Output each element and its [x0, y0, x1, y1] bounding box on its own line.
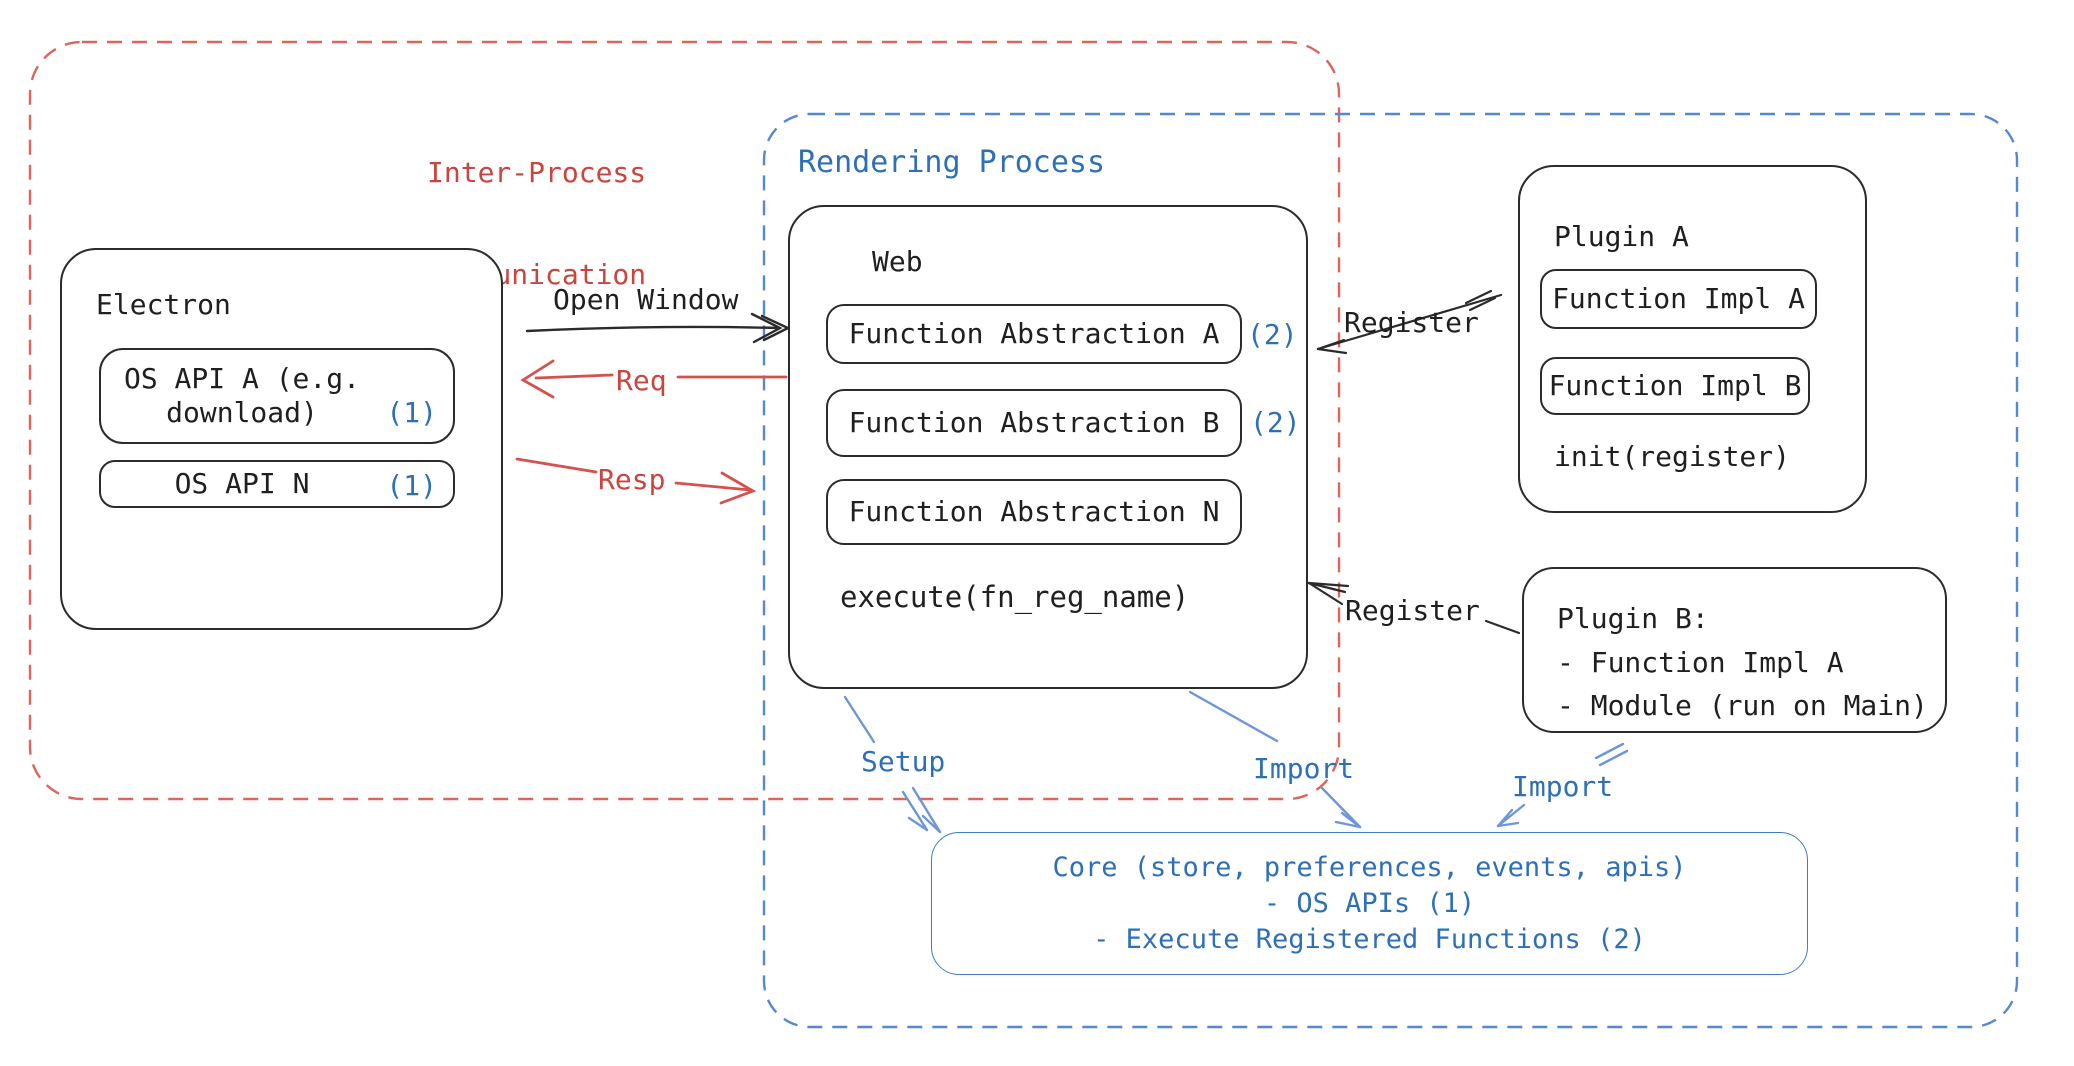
fn-abstraction-b-badge: (2)	[1250, 406, 1301, 439]
plugin-a-box: Plugin A Function Impl A Function Impl B…	[1518, 165, 1867, 513]
fn-abstraction-n-box: Function Abstraction N	[826, 479, 1242, 545]
os-api-n-label: OS API N	[174, 467, 310, 500]
fn-abstraction-a-box: Function Abstraction A	[826, 304, 1242, 364]
os-api-a-box: OS API A (e.g. download) (1)	[99, 348, 455, 444]
plugin-b-line2: - Function Impl A	[1557, 646, 1844, 679]
electron-box: Electron OS API A (e.g. download) (1) OS…	[60, 248, 503, 630]
core-line2: - OS APIs (1)	[1263, 888, 1476, 919]
os-api-n-badge: (1)	[386, 469, 437, 502]
import-web-label: Import	[1253, 752, 1355, 785]
os-api-a-label-line2: download)	[166, 396, 318, 429]
plugin-b-box: Plugin B: - Function Impl A - Module (ru…	[1522, 567, 1947, 733]
os-api-n-box: OS API N (1)	[99, 460, 455, 508]
core-line3: - Execute Registered Functions (2)	[1093, 924, 1646, 955]
rendering-group-label: Rendering Process	[798, 145, 1106, 180]
resp-label: Resp	[598, 463, 666, 496]
fn-abstraction-n-label: Function Abstraction N	[848, 495, 1220, 528]
plugin-b-line1: Plugin B:	[1557, 602, 1709, 635]
import-plugin-label: Import	[1512, 770, 1614, 803]
function-impl-a-box: Function Impl A	[1540, 269, 1817, 329]
fn-abstraction-a-badge: (2)	[1247, 318, 1298, 351]
function-impl-b-box: Function Impl B	[1540, 357, 1810, 415]
open-window-label: Open Window	[553, 283, 739, 316]
plugin-b-line3: - Module (run on Main)	[1557, 689, 1928, 722]
function-impl-a-label: Function Impl A	[1552, 282, 1805, 315]
core-box: Core (store, preferences, events, apis) …	[931, 832, 1808, 975]
web-box: Web Function Abstraction A Function Abst…	[788, 205, 1308, 689]
execute-label: execute(fn_reg_name)	[840, 580, 1190, 614]
fn-abstraction-b-box: Function Abstraction B	[826, 389, 1242, 457]
os-api-a-badge: (1)	[386, 396, 437, 429]
register-bottom-label: Register	[1345, 594, 1480, 627]
electron-title: Electron	[96, 288, 231, 321]
plugin-a-title: Plugin A	[1554, 220, 1689, 253]
core-line1: Core (store, preferences, events, apis)	[1052, 852, 1687, 883]
web-title: Web	[872, 245, 923, 278]
setup-label: Setup	[861, 745, 946, 778]
function-impl-b-label: Function Impl B	[1548, 369, 1802, 402]
req-label: Req	[616, 364, 667, 397]
fn-abstraction-a-label: Function Abstraction A	[848, 317, 1220, 350]
os-api-a-label-line1: OS API A (e.g.	[123, 362, 360, 395]
init-register-label: init(register)	[1554, 440, 1791, 473]
fn-abstraction-b-label: Function Abstraction B	[848, 406, 1220, 439]
register-top-label: Register	[1344, 306, 1479, 339]
